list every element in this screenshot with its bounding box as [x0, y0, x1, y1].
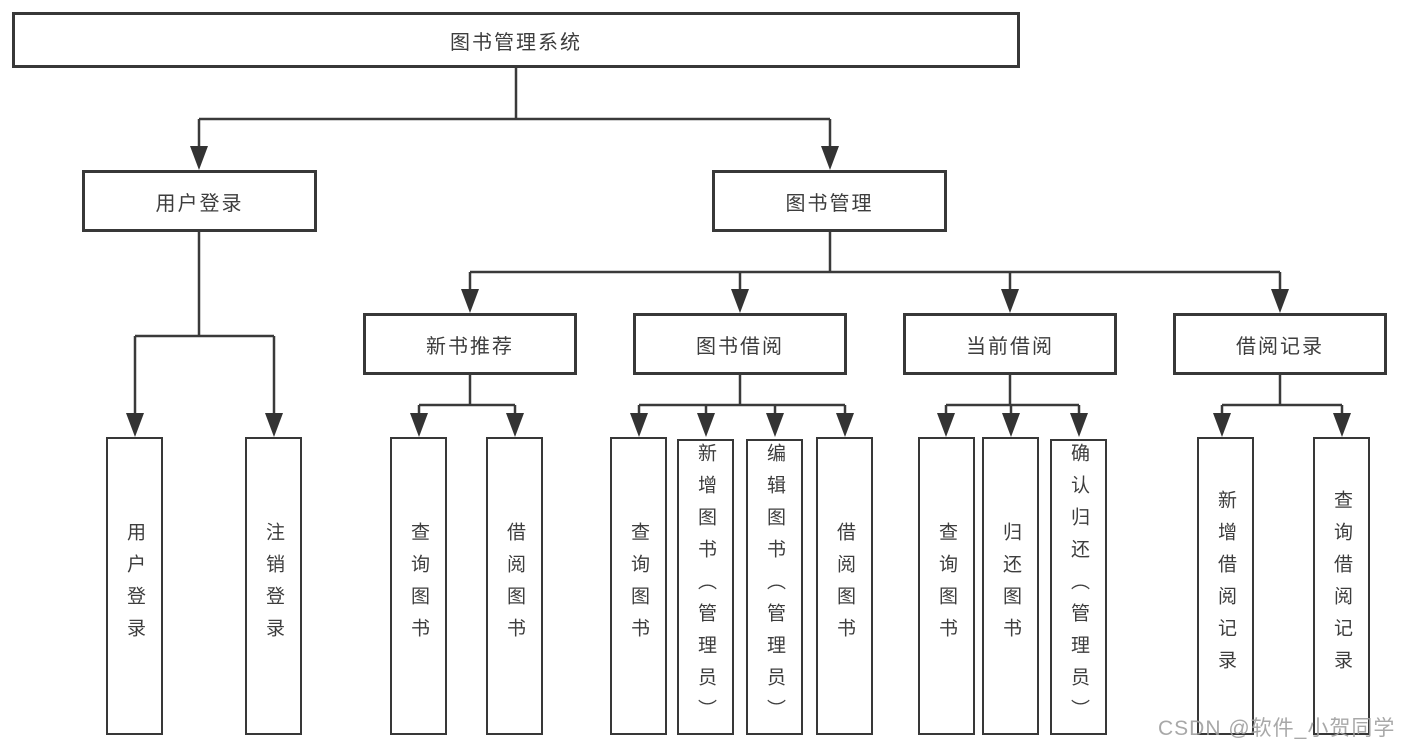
connector-userlogin-to-leaves — [133, 232, 276, 418]
node-label: 当前借阅 — [966, 335, 1054, 358]
leaf-label: 归还图书 — [1000, 522, 1021, 650]
node-label: 图书管理 — [785, 192, 874, 215]
leaf-return-books: 归还图书 — [982, 437, 1039, 735]
leaf-user-login: 用户登录 — [106, 437, 163, 735]
arrowhead — [937, 413, 955, 437]
node-label: 图书管理系统 — [450, 31, 582, 54]
arrowhead — [697, 413, 715, 437]
arrowhead — [1070, 413, 1088, 437]
arrowhead — [461, 289, 479, 313]
node-borrow-records: 借阅记录 — [1173, 313, 1387, 375]
node-book-management: 图书管理 — [712, 170, 947, 232]
leaf-label: 用户登录 — [124, 522, 145, 650]
connector-current-to-leaves — [944, 375, 1081, 418]
arrowhead — [1333, 413, 1351, 437]
leaf-logout: 注销登录 — [245, 437, 302, 735]
leaf-label: 注销登录 — [263, 522, 284, 650]
leaf-edit-books-admin: 编辑图书（管理员） — [746, 439, 803, 735]
watermark: CSDN @软件_小贺同学 — [1158, 717, 1396, 740]
arrowhead — [821, 146, 839, 170]
leaf-query-books-recommend: 查询图书 — [390, 437, 447, 735]
arrowheads — [126, 146, 1351, 437]
connector-root-to-level2 — [197, 68, 832, 150]
leaf-query-borrow-record: 查询借阅记录 — [1313, 437, 1370, 735]
node-label: 用户登录 — [155, 192, 244, 215]
leaf-confirm-return-admin: 确认归还（管理员） — [1050, 439, 1107, 735]
connector-borrow-to-leaves — [637, 375, 847, 418]
leaf-label: 查询图书 — [936, 522, 957, 650]
arrowhead — [1001, 289, 1019, 313]
arrowhead — [126, 413, 144, 437]
node-label: 借阅记录 — [1236, 335, 1324, 358]
arrowhead — [410, 413, 428, 437]
leaf-query-books-current: 查询图书 — [918, 437, 975, 735]
leaf-label: 借阅图书 — [834, 522, 855, 650]
node-new-book-recommend: 新书推荐 — [363, 313, 577, 375]
leaf-borrow-books: 借阅图书 — [816, 437, 873, 735]
leaf-label: 编辑图书（管理员） — [764, 443, 785, 731]
leaf-label: 新增借阅记录 — [1215, 490, 1236, 682]
leaf-label: 查询图书 — [408, 522, 429, 650]
leaf-label: 确认归还（管理员） — [1068, 443, 1089, 731]
connector-bookmgmt-to-level3 — [468, 232, 1282, 294]
node-label: 新书推荐 — [426, 335, 514, 358]
arrowhead — [265, 413, 283, 437]
connector-records-to-leaves — [1220, 375, 1344, 418]
leaf-borrow-books-recommend: 借阅图书 — [486, 437, 543, 735]
arrowhead — [836, 413, 854, 437]
leaf-label: 查询图书 — [628, 522, 649, 650]
leaf-label: 新增图书（管理员） — [695, 443, 716, 731]
leaf-add-borrow-record: 新增借阅记录 — [1197, 437, 1254, 735]
arrowhead — [766, 413, 784, 437]
arrowhead — [1002, 413, 1020, 437]
leaf-add-books-admin: 新增图书（管理员） — [677, 439, 734, 735]
node-label: 图书借阅 — [696, 335, 784, 358]
arrowhead — [1213, 413, 1231, 437]
node-current-borrow: 当前借阅 — [903, 313, 1117, 375]
node-root-system: 图书管理系统 — [12, 12, 1020, 68]
arrowhead — [630, 413, 648, 437]
leaf-label: 借阅图书 — [504, 522, 525, 650]
leaf-label: 查询借阅记录 — [1331, 490, 1352, 682]
connector-recommend-to-leaves — [417, 375, 517, 418]
node-user-login: 用户登录 — [82, 170, 317, 232]
arrowhead — [506, 413, 524, 437]
arrowhead — [190, 146, 208, 170]
node-book-borrow: 图书借阅 — [633, 313, 847, 375]
arrowhead — [731, 289, 749, 313]
arrowhead — [1271, 289, 1289, 313]
leaf-query-books-borrow: 查询图书 — [610, 437, 667, 735]
